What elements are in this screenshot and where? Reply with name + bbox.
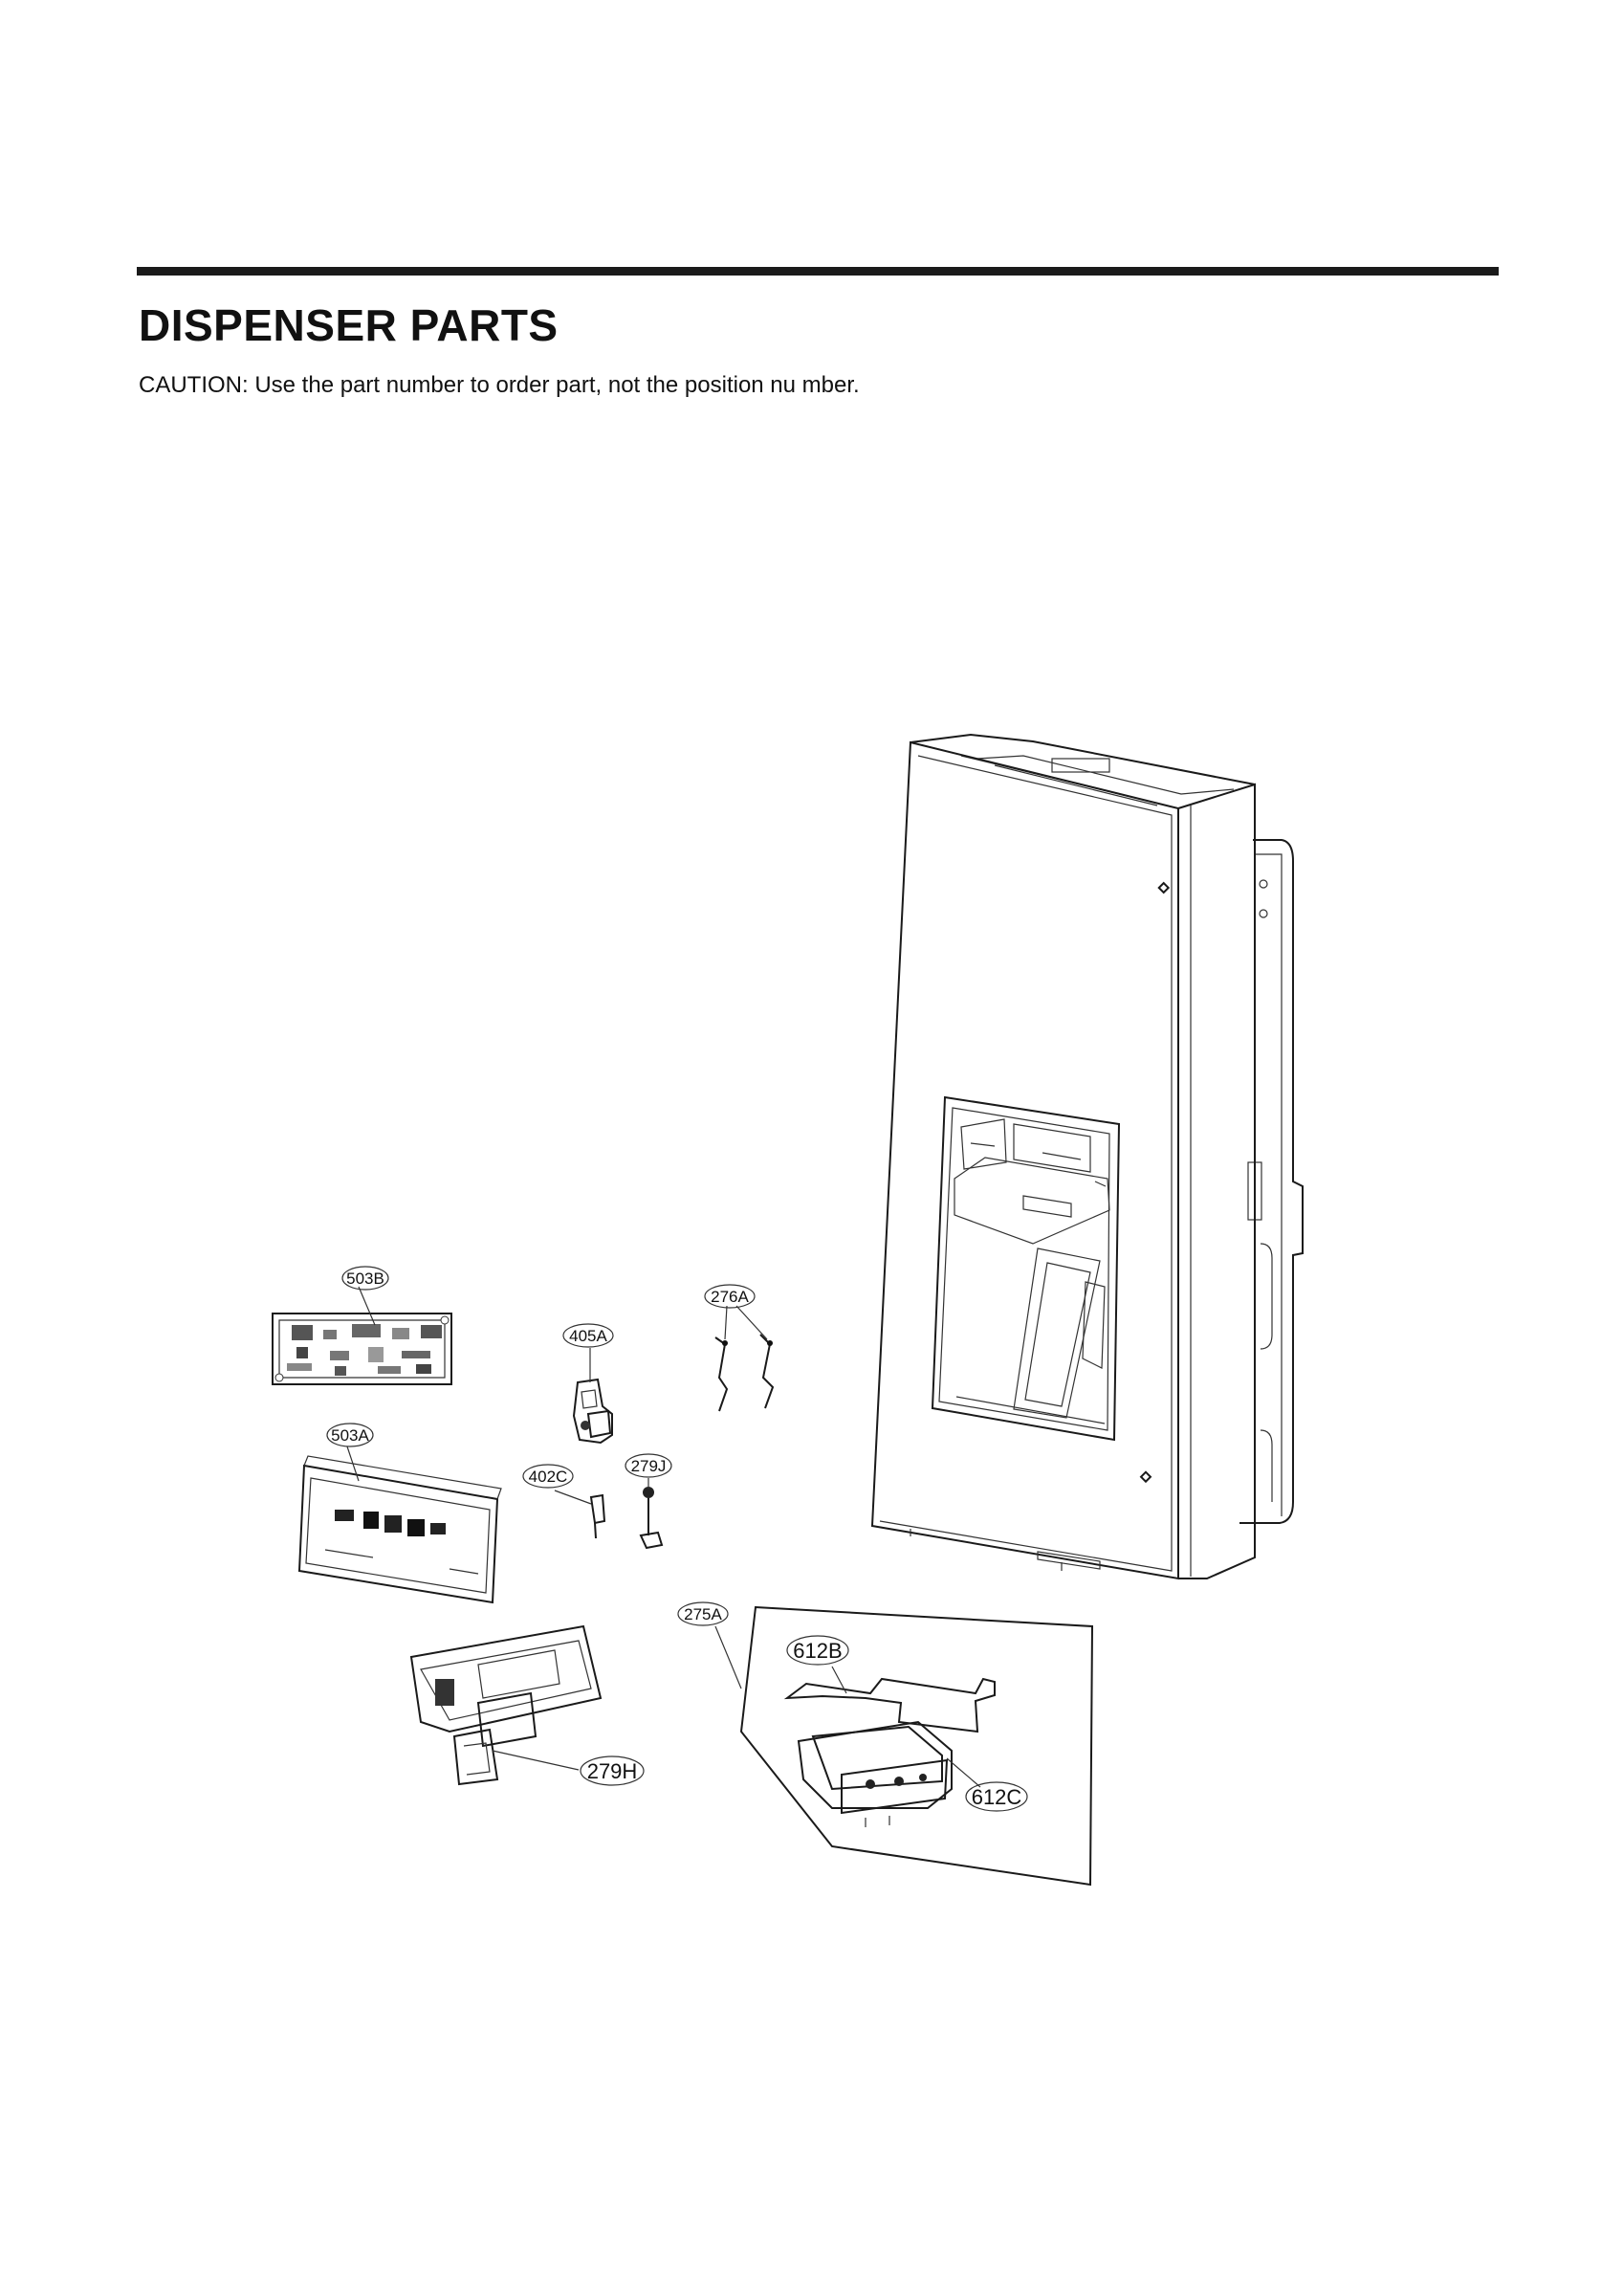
page-title: DISPENSER PARTS <box>139 300 559 350</box>
part-503B-pcb <box>272 1313 452 1385</box>
leader-402C <box>554 1490 592 1505</box>
callout-405A: 405A <box>562 1323 614 1348</box>
leader-503B <box>358 1286 376 1326</box>
header-rule <box>137 267 1499 276</box>
leader-503A <box>346 1446 360 1482</box>
svg-text:503B: 503B <box>346 1269 384 1288</box>
svg-text:612C: 612C <box>972 1785 1022 1809</box>
caution-note: CAUTION: Use the part number to order pa… <box>139 372 860 398</box>
leader-276A <box>724 1305 768 1340</box>
part-275A-duct-assembly <box>739 1605 1094 1887</box>
door-assembly <box>870 733 1304 1580</box>
callout-612B: 612B <box>786 1635 849 1666</box>
part-279H-actuator <box>409 1624 603 1786</box>
part-402C-switch <box>589 1493 606 1539</box>
callout-279H: 279H <box>580 1755 645 1786</box>
svg-text:503A: 503A <box>331 1426 369 1445</box>
callout-503A: 503A <box>326 1423 374 1447</box>
callout-402C: 402C <box>522 1464 574 1489</box>
leader-275A <box>714 1625 742 1689</box>
callout-279J: 279J <box>625 1453 672 1478</box>
svg-text:276A: 276A <box>711 1288 749 1306</box>
callout-276A: 276A <box>704 1284 756 1309</box>
svg-text:402C: 402C <box>529 1468 568 1486</box>
svg-text:279J: 279J <box>631 1457 667 1475</box>
leader-279H <box>492 1750 580 1771</box>
callout-275A: 275A <box>677 1601 729 1626</box>
svg-text:612B: 612B <box>793 1639 842 1663</box>
leader-612B <box>831 1666 847 1694</box>
part-276A-springs <box>714 1334 775 1412</box>
part-279J-lever <box>639 1487 664 1550</box>
callout-503B: 503B <box>341 1266 389 1291</box>
svg-text:279H: 279H <box>587 1759 638 1783</box>
svg-text:275A: 275A <box>684 1605 722 1623</box>
leader-612C <box>946 1757 981 1788</box>
svg-text:405A: 405A <box>569 1327 607 1345</box>
callout-612C: 612C <box>965 1781 1028 1812</box>
part-503A-cover <box>297 1455 502 1604</box>
part-405A-bracket <box>572 1378 613 1445</box>
